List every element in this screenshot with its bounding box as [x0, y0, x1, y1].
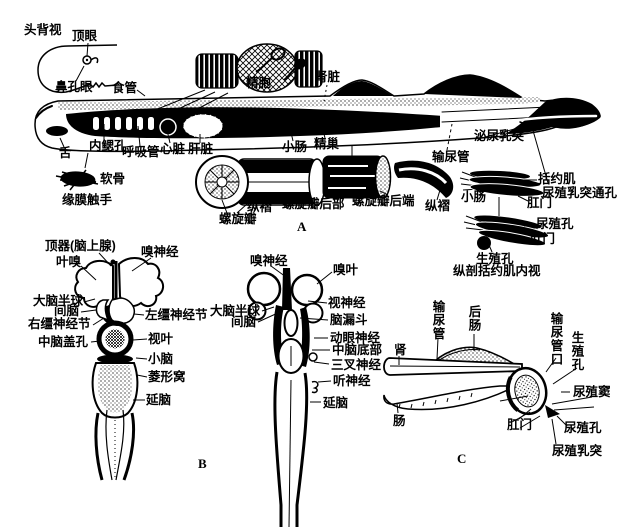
leader-lines — [59, 42, 578, 445]
dorsal-fin-1 — [333, 81, 393, 96]
brain-ventral-view — [246, 268, 324, 528]
urogenital-sinus-shape — [505, 366, 548, 416]
sphincter-detail-external — [459, 170, 545, 197]
sphincter-detail-internal — [463, 197, 550, 250]
intestine-sections — [195, 155, 454, 209]
head-dorsal-view — [37, 44, 118, 94]
cerebellum-band — [97, 354, 133, 364]
tongue-shape — [46, 126, 68, 136]
rhomboid-fossa — [97, 365, 133, 413]
brain-dorsal-view — [74, 257, 164, 481]
urogenital-section — [383, 346, 595, 429]
sperm-cell-shapes — [255, 47, 307, 81]
urogenital-papilla-shape — [545, 405, 560, 418]
cartilage-sketch — [55, 169, 99, 191]
dorsal-fin-2 — [424, 75, 522, 98]
liver-shape — [182, 113, 224, 139]
infundibulum-shape — [283, 309, 299, 337]
